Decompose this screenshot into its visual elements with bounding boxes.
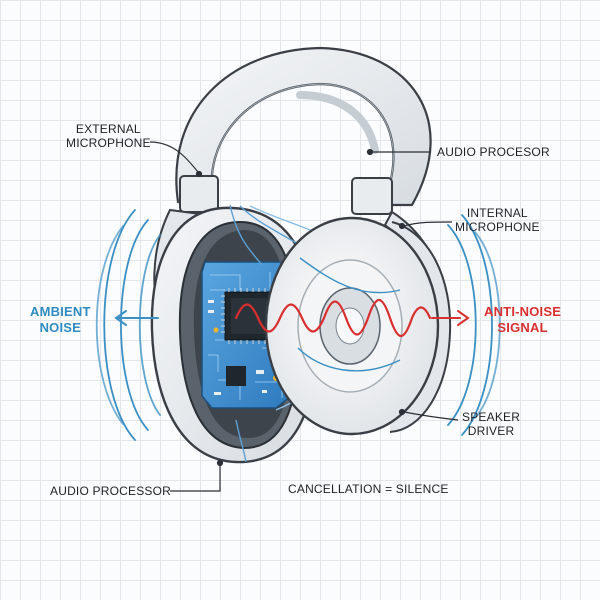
anti-noise-wave <box>234 298 470 338</box>
label-line: DRIVER <box>467 424 515 438</box>
label-internal-microphone: INTERNAL MICROPHONE <box>455 206 540 234</box>
label-external-microphone: EXTERNAL MICROPHONE <box>66 122 151 150</box>
right-ear-cup <box>264 216 452 436</box>
label-cancellation: CANCELLATION = SILENCE <box>288 482 449 496</box>
label-line: EXTERNAL <box>75 122 141 136</box>
label-line: ANTI-NOISE <box>484 304 562 319</box>
label-line: MICROPHONE <box>455 220 540 234</box>
ambient-noise-waves-left <box>95 209 161 441</box>
secondary-chip <box>226 366 246 386</box>
label-line: AMBIENT <box>30 304 91 319</box>
headband <box>175 46 432 207</box>
label-line: MICROPHONE <box>66 136 151 150</box>
label-line: NOISE <box>39 320 82 335</box>
label-audio-procesor: AUDIO PROCESOR <box>437 145 550 159</box>
noise-wave-blue <box>297 257 401 372</box>
label-speaker-driver: SPEAKER DRIVER <box>462 410 520 438</box>
label-audio-processor: AUDIO PROCESSOR <box>50 484 172 498</box>
ambient-noise-arrow <box>114 310 159 326</box>
ambient-noise-waves-right <box>447 214 501 436</box>
label-line: SIGNAL <box>497 320 548 335</box>
label-line: INTERNAL <box>466 206 528 220</box>
label-anti-noise-signal: ANTI-NOISE SIGNAL <box>484 304 561 336</box>
label-ambient-noise: AMBIENT NOISE <box>30 304 91 336</box>
label-line: SPEAKER <box>462 410 521 424</box>
leader-lines <box>149 141 459 492</box>
